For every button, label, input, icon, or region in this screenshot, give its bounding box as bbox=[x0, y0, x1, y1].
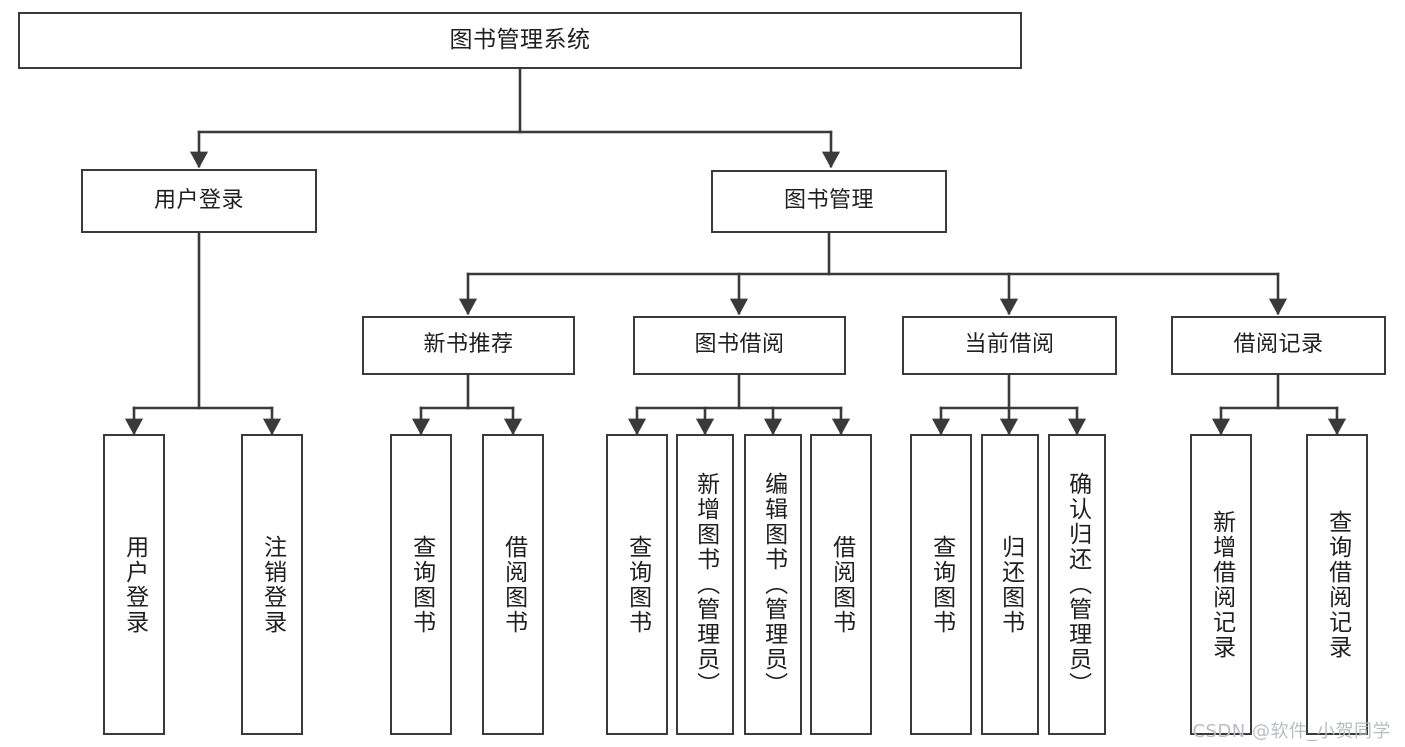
node-leaf-edit-book[interactable]: 编辑图书（管理员） bbox=[744, 434, 802, 735]
node-leaf-logout[interactable]: 注销登录 bbox=[241, 434, 303, 735]
node-leaf-borrow-book-2-label: 借阅图书 bbox=[828, 534, 855, 635]
node-leaf-query-book-2-label: 查询图书 bbox=[624, 534, 651, 635]
node-leaf-edit-book-label: 编辑图书（管理员） bbox=[760, 472, 787, 697]
node-leaf-borrow-book-1[interactable]: 借阅图书 bbox=[482, 434, 544, 735]
node-book-borrow-label: 图书借阅 bbox=[694, 332, 785, 358]
node-borrow-record-label: 借阅记录 bbox=[1233, 332, 1324, 358]
node-book-manage[interactable]: 图书管理 bbox=[711, 170, 947, 233]
node-leaf-query-book-2[interactable]: 查询图书 bbox=[606, 434, 668, 735]
node-user-login[interactable]: 用户登录 bbox=[81, 169, 317, 233]
node-user-login-label: 用户登录 bbox=[153, 187, 244, 213]
node-leaf-add-record[interactable]: 新增借阅记录 bbox=[1190, 434, 1252, 735]
node-leaf-query-book-1-label: 查询图书 bbox=[408, 534, 435, 635]
node-leaf-query-book-3[interactable]: 查询图书 bbox=[910, 434, 972, 735]
node-leaf-confirm-return-label: 确认归还（管理员） bbox=[1064, 472, 1091, 697]
node-leaf-user-login[interactable]: 用户登录 bbox=[103, 434, 165, 735]
node-borrow-record[interactable]: 借阅记录 bbox=[1171, 316, 1386, 375]
node-root-system-label: 图书管理系统 bbox=[449, 26, 591, 53]
node-leaf-query-book-3-label: 查询图书 bbox=[928, 534, 955, 635]
node-book-borrow[interactable]: 图书借阅 bbox=[633, 316, 846, 375]
node-leaf-borrow-book-2[interactable]: 借阅图书 bbox=[810, 434, 872, 735]
node-leaf-query-record-label: 查询借阅记录 bbox=[1324, 509, 1351, 660]
node-new-book-recommend[interactable]: 新书推荐 bbox=[362, 316, 575, 375]
node-leaf-return-book-label: 归还图书 bbox=[997, 534, 1024, 635]
node-leaf-add-record-label: 新增借阅记录 bbox=[1208, 509, 1235, 660]
node-leaf-borrow-book-1-label: 借阅图书 bbox=[500, 534, 527, 635]
node-leaf-query-record[interactable]: 查询借阅记录 bbox=[1306, 434, 1368, 735]
node-book-manage-label: 图书管理 bbox=[783, 188, 874, 214]
node-current-borrow-label: 当前借阅 bbox=[964, 332, 1055, 358]
node-leaf-return-book[interactable]: 归还图书 bbox=[981, 434, 1039, 735]
node-root-system[interactable]: 图书管理系统 bbox=[18, 12, 1022, 69]
node-leaf-add-book-label: 新增图书（管理员） bbox=[692, 472, 719, 697]
node-leaf-query-book-1[interactable]: 查询图书 bbox=[390, 434, 452, 735]
node-leaf-logout-label: 注销登录 bbox=[259, 534, 286, 635]
node-leaf-user-login-label: 用户登录 bbox=[121, 534, 148, 635]
node-current-borrow[interactable]: 当前借阅 bbox=[902, 316, 1117, 375]
csdn-watermark: CSDN @软件_小贺同学 bbox=[1192, 721, 1391, 742]
node-leaf-add-book[interactable]: 新增图书（管理员） bbox=[676, 434, 734, 735]
node-new-book-recommend-label: 新书推荐 bbox=[423, 332, 514, 358]
node-leaf-confirm-return[interactable]: 确认归还（管理员） bbox=[1048, 434, 1106, 735]
